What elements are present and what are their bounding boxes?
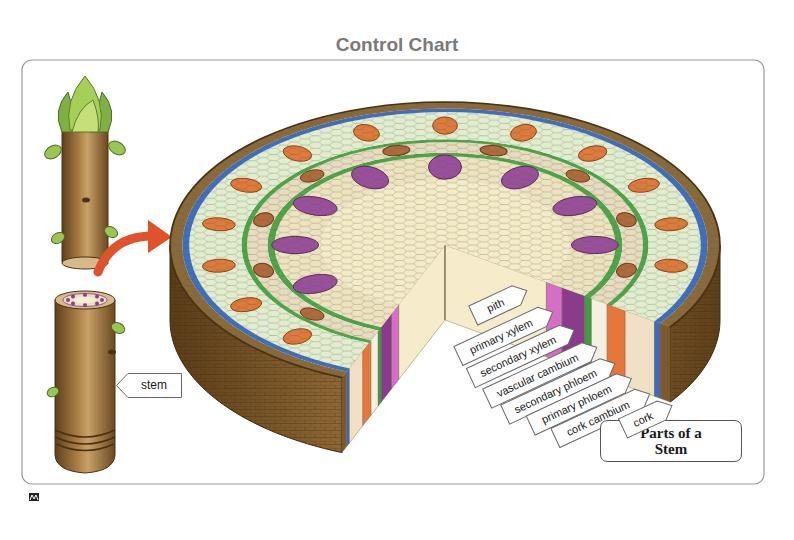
bundle-dot [95, 302, 99, 306]
bundle-dot [100, 298, 104, 302]
cut-face-layer [363, 340, 371, 426]
cut-face-layer [381, 314, 391, 402]
top-rim [170, 102, 720, 378]
chart-name-box: Parts of a Stem [600, 420, 742, 462]
bundle-dot [83, 293, 87, 297]
zoom-arrow [98, 236, 152, 272]
stem-body [55, 300, 115, 473]
lateral-bud [102, 224, 119, 240]
part-label-tag: stem [116, 373, 182, 398]
stem-cross-section [170, 102, 720, 453]
cut-face-layer [391, 305, 398, 389]
tag-outline [117, 374, 182, 398]
stem-body [62, 128, 108, 267]
cut-face-layer [347, 368, 350, 446]
cut-edge [445, 245, 446, 320]
bud-scale-scars [55, 430, 115, 451]
zoom-arrowhead [148, 220, 172, 253]
stem-cut [55, 291, 115, 309]
bundle-dot [71, 295, 75, 299]
lateral-bud [106, 138, 128, 157]
cut-face-layer [654, 321, 660, 398]
lateral-bud [42, 142, 64, 161]
cut-face-layer [660, 323, 670, 402]
cut-face-layer [378, 327, 381, 406]
part-name: pith [485, 296, 506, 314]
cut-face-layer [371, 331, 378, 415]
stem-tip-drawing [42, 76, 128, 269]
publisher-logo [30, 495, 38, 500]
box-outline [601, 421, 742, 462]
cell-texture [170, 102, 720, 378]
part-name: stem [141, 379, 167, 392]
bundle-dot [66, 298, 70, 302]
chart-title: Control Chart [0, 34, 794, 56]
bundle-dot [83, 303, 87, 307]
bundle-dot [71, 302, 75, 306]
cut-face-layer [342, 372, 347, 453]
bundle-dot [95, 295, 99, 299]
top-face [170, 102, 720, 378]
lateral-bud [49, 230, 66, 246]
stem-section-drawing [46, 291, 127, 473]
lateral-bud [46, 385, 61, 398]
stem-cut-ring [63, 294, 107, 307]
publisher-logo [29, 493, 39, 501]
chart-frame [22, 60, 764, 484]
stem-pith [74, 297, 96, 304]
part-name: cork [631, 409, 655, 429]
leaf-scar [108, 350, 116, 355]
tissue-ring [170, 102, 720, 378]
leaf-scar [82, 198, 90, 203]
lateral-bud [110, 321, 127, 336]
bud-scale [72, 100, 98, 132]
